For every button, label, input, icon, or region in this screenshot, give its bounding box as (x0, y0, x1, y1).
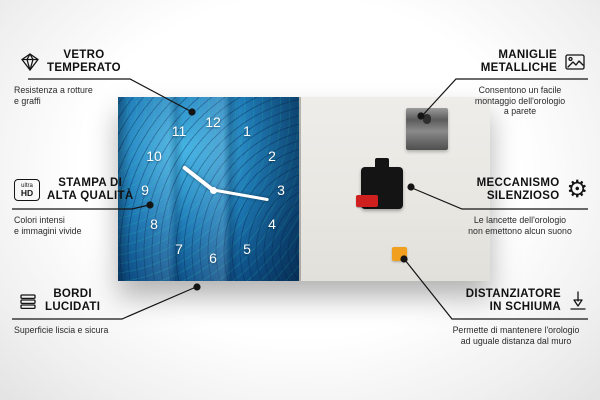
callout-bordi-lucidati: BORDI LUCIDATI (18, 288, 100, 314)
clock-number: 5 (243, 241, 251, 257)
gear-icon: ⚙ (566, 176, 588, 203)
callout-stampa-alta-qualita: ultra HD STAMPA DI ALTA QUALITÀ (14, 177, 133, 203)
clock-face: 1 2 3 4 5 6 7 8 9 10 11 12 (118, 97, 300, 281)
callout-title: STAMPA DI ALTA QUALITÀ (47, 177, 134, 202)
callout-maniglie-metalliche: MANIGLIE METALLICHE (481, 49, 586, 75)
clock-number: 1 (243, 123, 251, 139)
callout-distanziatore-in-schiuma: DISTANZIATORE IN SCHIUMA (466, 288, 588, 314)
callout-description: Superficie liscia e sicura (14, 325, 109, 335)
foam-spacer (392, 247, 408, 261)
clock-number: 10 (146, 148, 162, 164)
callout-description: Resistenza a rotture e graffi (14, 85, 93, 106)
picture-frame-icon (564, 52, 586, 72)
spacer-arrow-icon (568, 290, 588, 312)
battery (356, 195, 379, 207)
clock-product-image: 1 2 3 4 5 6 7 8 9 10 11 12 (118, 97, 490, 281)
hour-hand (181, 165, 215, 192)
minute-hand (212, 188, 269, 202)
callout-description: Le lancette dell'orologio non emettono a… (468, 215, 572, 236)
callout-title: MECCANISMO SILENZIOSO (476, 177, 560, 202)
clock-number: 2 (268, 148, 276, 164)
callout-description: Permette di mantenere l'orologio ad ugua… (452, 325, 580, 346)
callout-title: DISTANZIATORE IN SCHIUMA (465, 288, 561, 313)
clock-number: 12 (205, 114, 221, 130)
diamond-icon (20, 52, 40, 72)
layers-icon (18, 291, 38, 311)
clock-number: 9 (141, 182, 149, 198)
callout-vetro-temperato: VETRO TEMPERATO (20, 49, 121, 75)
clock-number: 6 (209, 250, 217, 266)
clock-hub (209, 186, 217, 194)
clock-number: 4 (268, 216, 276, 232)
metal-hanger-plate (406, 108, 449, 150)
callout-title: VETRO TEMPERATO (47, 49, 121, 74)
callout-title: MANIGLIE METALLICHE (480, 49, 557, 74)
ultra-hd-icon: ultra HD (14, 179, 40, 201)
clock-number: 3 (277, 182, 285, 198)
clock-number: 7 (175, 241, 183, 257)
clock-mechanism (356, 158, 404, 209)
callout-meccanismo-silenzioso: MECCANISMO SILENZIOSO ⚙ (477, 177, 588, 203)
clock-back (299, 97, 490, 281)
callout-description: Consentono un facile montaggio dell'orol… (474, 85, 566, 116)
clock-number: 8 (150, 216, 158, 232)
callout-description: Colori intensi e immagini vivide (14, 215, 82, 236)
callout-title: BORDI LUCIDATI (45, 288, 101, 313)
clock-number: 11 (171, 123, 187, 139)
